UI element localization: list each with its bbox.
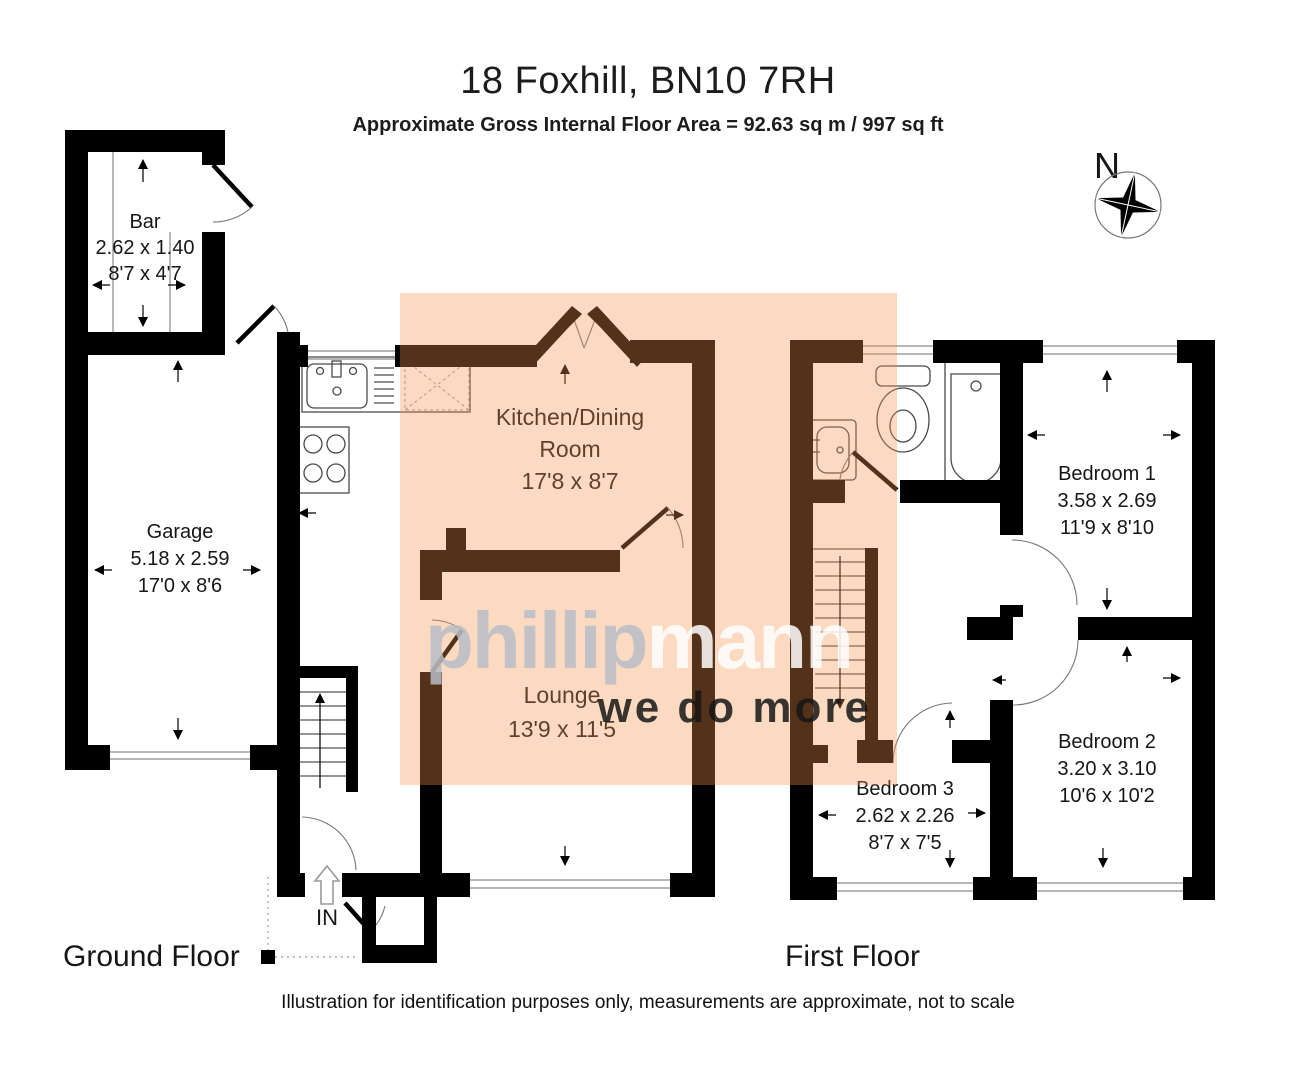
kitchen-label-line1: Kitchen/Dining (496, 404, 644, 430)
compass-circle (1094, 171, 1162, 239)
bedroom2-imperial: 10'6 x 10'2 (1059, 785, 1155, 807)
porch-post (261, 950, 275, 964)
bedroom2-label: Bedroom 2 (1058, 731, 1156, 753)
disclaimer-text: Illustration for identification purposes… (281, 992, 1015, 1013)
lounge-label: Lounge (524, 682, 601, 708)
bar-closet-lines (112, 152, 171, 332)
stove (296, 426, 350, 494)
ground-doors (211, 163, 684, 933)
garage-metric: 5.18 x 2.59 (131, 548, 230, 570)
bedroom3-label: Bedroom 3 (856, 778, 954, 800)
garage-label: Garage (147, 521, 214, 543)
first-floor-title: First Floor (785, 940, 920, 973)
first-floor-stairs (813, 548, 878, 709)
ground-floor-title: Ground Floor (63, 940, 240, 973)
floor-area-subtitle: Approximate Gross Internal Floor Area = … (352, 114, 944, 136)
highlight-overlay (400, 293, 897, 785)
bedroom1-imperial: 11'9 x 8'10 (1060, 517, 1154, 539)
bedroom3-imperial: 8'7 x 7'5 (868, 832, 941, 854)
bathtub (944, 357, 1008, 491)
watermark-brand-white: mann (647, 596, 852, 685)
entrance-arrow-icon (313, 864, 341, 905)
kitchen-imperial: 17'8 x 8'7 (521, 468, 618, 494)
dimension-arrows (92, 159, 1181, 868)
kitchen-sink (301, 356, 471, 413)
first-floor-walls (790, 340, 1215, 900)
bedroom1-metric: 3.58 x 2.69 (1058, 490, 1157, 512)
garage-door-lines (110, 751, 250, 760)
kitchen-label-line2: Room (539, 436, 600, 462)
ground-stairs (292, 691, 346, 788)
garage-imperial: 17'0 x 8'6 (138, 575, 222, 597)
kitchen-window (308, 350, 395, 360)
compass-rose: N (1094, 145, 1162, 239)
toilet (875, 365, 931, 453)
entrance-in-label: IN (316, 905, 338, 930)
lounge-imperial: 13'9 x 11'5 (508, 716, 616, 742)
bar-label: Bar (129, 211, 160, 233)
watermark-tagline: we do more (597, 683, 873, 732)
watermark-brand-gray: phillip (425, 596, 647, 685)
ground-floor-details (110, 152, 684, 964)
ff-bottom-windows (837, 882, 1183, 892)
ff-top-windows (863, 345, 1177, 355)
bedroom3-metric: 2.62 x 2.26 (856, 805, 955, 827)
bar-metric: 2.62 x 1.40 (96, 237, 195, 259)
bar-imperial: 8'7 x 4'7 (108, 263, 181, 285)
ground-floor-walls (65, 130, 715, 963)
porch-dotted-line (267, 877, 358, 958)
watermark: phillipmann we do more (425, 596, 873, 732)
room-labels: Bar 2.62 x 1.40 8'7 x 4'7 Garage 5.18 x … (96, 211, 1157, 930)
bedroom1-label: Bedroom 1 (1058, 463, 1156, 485)
svg-text:phillipmann: phillipmann (425, 596, 852, 685)
bedroom2-metric: 3.20 x 3.10 (1058, 758, 1157, 780)
compass-star-facets (1095, 172, 1161, 238)
page-title: 18 Foxhill, BN10 7RH (460, 60, 836, 102)
lounge-window (470, 879, 670, 889)
